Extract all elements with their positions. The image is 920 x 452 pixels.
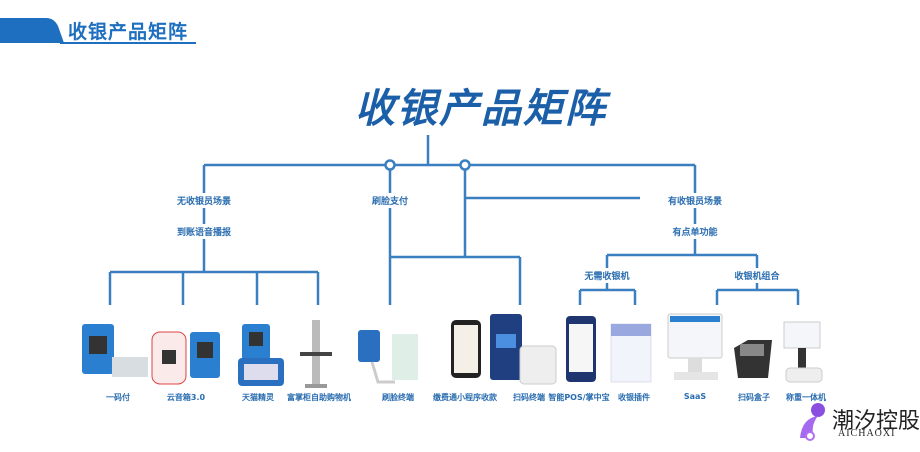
- product-label: 富掌柜自助购物机: [287, 393, 351, 402]
- product-label: 天猫精灵: [242, 393, 274, 402]
- product-label: SaaS: [683, 392, 707, 401]
- page-title: 收银产品矩阵: [355, 86, 607, 132]
- node-no-register: 无需收银机: [582, 268, 632, 283]
- product-label: 智能POS/掌中宝: [548, 393, 610, 402]
- product-label: 云音箱3.0: [166, 393, 206, 402]
- product-label: 缴费通小程序收款: [433, 393, 497, 402]
- node-face-pay: 刷脸支付: [369, 193, 411, 208]
- scan-terminal-icon: [490, 314, 557, 385]
- product-label: 扫码盒子: [738, 393, 770, 402]
- node-register-combo: 收银机组合: [732, 268, 782, 283]
- smart-pos-icon: [566, 316, 596, 382]
- scan-box-icon: [734, 340, 772, 378]
- node-has-cashier: 有收银员场景: [665, 193, 725, 208]
- node-no-cashier: 无收银员场景: [174, 193, 234, 208]
- header-title: 收银产品矩阵: [68, 21, 189, 43]
- junction-dot: [384, 159, 396, 171]
- product-label: 一码付: [106, 393, 130, 402]
- junction-dot: [459, 159, 471, 171]
- cloud-speaker-icon: [151, 331, 220, 385]
- logo-icon: [800, 403, 825, 441]
- logo-subtitle: AICHAOXI: [838, 428, 896, 439]
- product-label: 称重一体机: [786, 393, 826, 402]
- node-has-order: 有点单功能: [670, 224, 720, 239]
- cashier-plugin-icon: [610, 323, 652, 383]
- header-banner: [0, 18, 196, 44]
- weighing-machine-icon: [783, 321, 823, 383]
- phone-miniapp-icon: [451, 320, 481, 378]
- product-label: 扫码终端: [513, 393, 545, 402]
- product-images: [82, 313, 823, 388]
- product-label: 刷脸终端: [382, 393, 414, 402]
- qr-stand-icon: [82, 324, 148, 377]
- smart-speaker-icon: [238, 324, 284, 386]
- self-checkout-icon: [300, 320, 332, 388]
- node-voice-broadcast: 到账语音播报: [174, 224, 234, 239]
- saas-register-icon: [667, 313, 723, 380]
- face-terminal-icon: [358, 330, 418, 384]
- product-label: 收银插件: [618, 393, 650, 402]
- logo-name: 潮汐控股: [832, 409, 920, 434]
